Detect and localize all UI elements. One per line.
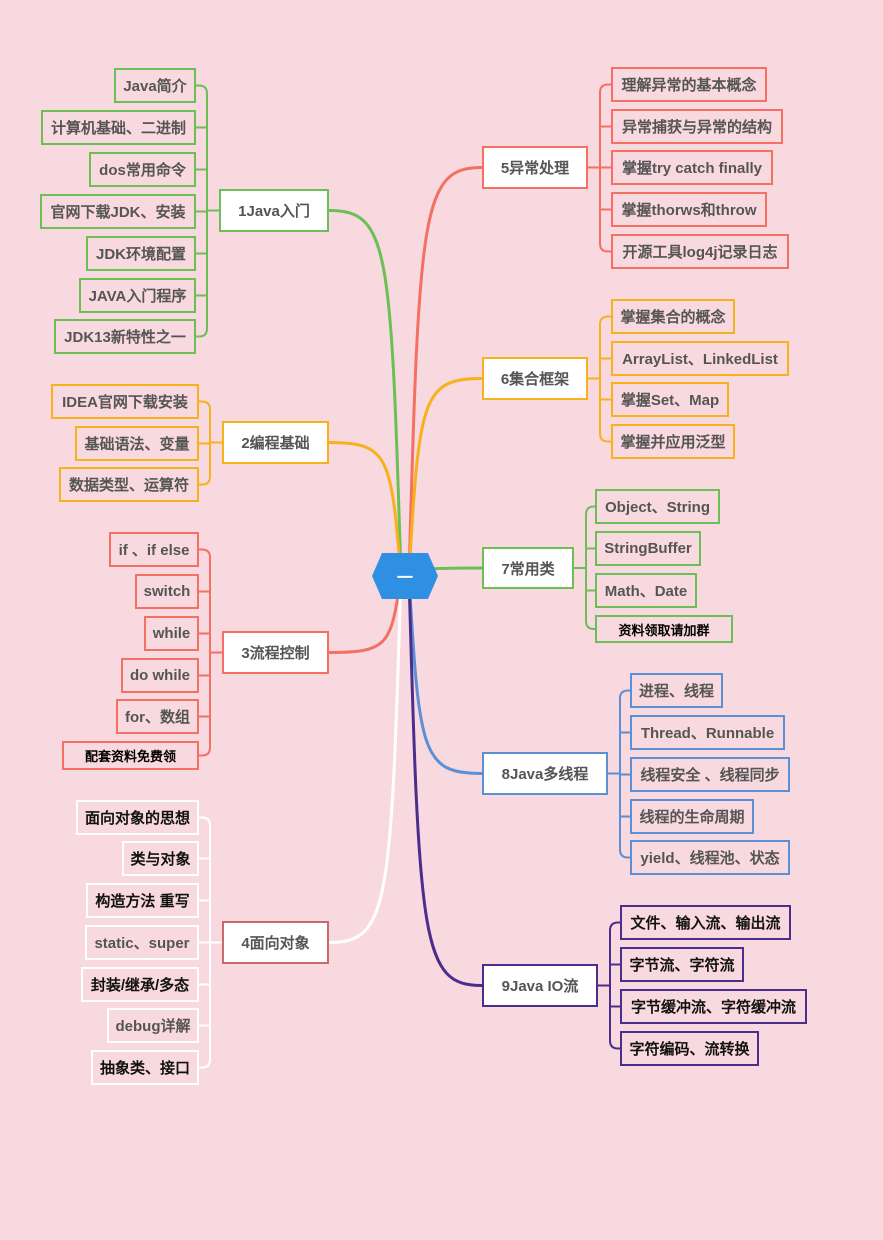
leaf-item[interactable]: 理解异常的基本概念 xyxy=(611,67,767,102)
leaf-item[interactable]: 资料领取请加群 xyxy=(595,615,733,643)
leaf-item[interactable]: yield、线程池、状态 xyxy=(630,840,790,875)
leaf-item[interactable]: Java简介 xyxy=(114,68,196,103)
branch-oop[interactable]: 4面向对象 xyxy=(222,921,329,964)
leaf-item[interactable]: 线程的生命周期 xyxy=(630,799,754,834)
branch-java-intro[interactable]: 1Java入门 xyxy=(219,189,329,232)
leaf-item[interactable]: JDK环境配置 xyxy=(86,236,196,271)
leaf-item[interactable]: static、super xyxy=(85,925,199,960)
connector-line xyxy=(196,84,208,94)
leaf-item[interactable]: 配套资料免费领 xyxy=(62,741,199,770)
connector-line xyxy=(609,1040,620,1050)
branch-collections[interactable]: 6集合框架 xyxy=(482,357,588,400)
connector-line xyxy=(407,166,483,577)
leaf-item[interactable]: 掌握thorws和throw xyxy=(611,192,767,227)
leaf-item[interactable]: Thread、Runnable xyxy=(630,715,785,750)
leaf-item[interactable]: 构造方法 重写 xyxy=(86,883,199,918)
leaf-item[interactable]: 开源工具log4j记录日志 xyxy=(611,234,789,269)
leaf-item[interactable]: 掌握并应用泛型 xyxy=(611,424,735,459)
leaf-item[interactable]: 进程、线程 xyxy=(630,673,723,708)
leaf-item[interactable]: 字符编码、流转换 xyxy=(620,1031,759,1066)
connector-line xyxy=(199,816,211,826)
leaf-item[interactable]: 字节流、字符流 xyxy=(620,947,744,982)
connector-line xyxy=(328,575,403,944)
leaf-item[interactable]: 类与对象 xyxy=(122,841,199,876)
leaf-item[interactable]: JDK13新特性之一 xyxy=(54,319,196,354)
leaf-item[interactable]: 封装/继承/多态 xyxy=(81,967,199,1002)
leaf-item[interactable]: for、数组 xyxy=(116,699,199,734)
connector-line xyxy=(599,433,611,443)
leaf-item[interactable]: switch xyxy=(135,574,199,609)
branch-common-classes[interactable]: 7常用类 xyxy=(482,547,574,589)
leaf-item[interactable]: Math、Date xyxy=(595,573,697,608)
connector-line xyxy=(199,747,211,757)
leaf-item[interactable]: ArrayList、LinkedList xyxy=(611,341,789,376)
leaf-item[interactable]: IDEA官网下载安装 xyxy=(51,384,199,419)
branch-flow-control[interactable]: 3流程控制 xyxy=(222,631,329,674)
leaf-item[interactable]: Object、String xyxy=(595,489,720,524)
branch-exceptions[interactable]: 5异常处理 xyxy=(482,146,588,189)
connector-line xyxy=(585,505,595,515)
connector-line xyxy=(599,83,611,93)
connector-line xyxy=(328,209,403,577)
leaf-item[interactable]: 计算机基础、二进制 xyxy=(41,110,196,145)
leaf-item[interactable]: 基础语法、变量 xyxy=(75,426,199,461)
connector-line xyxy=(585,620,595,630)
connector-line xyxy=(619,689,630,699)
connector-line xyxy=(609,921,620,931)
leaf-item[interactable]: JAVA入门程序 xyxy=(79,278,196,313)
connector-line xyxy=(199,1059,211,1069)
leaf-item[interactable]: do while xyxy=(121,658,199,693)
branch-io-streams[interactable]: 9Java IO流 xyxy=(482,964,598,1007)
connector-line xyxy=(199,548,211,558)
connector-line xyxy=(407,575,483,775)
leaf-item[interactable]: 掌握集合的概念 xyxy=(611,299,735,334)
center-hexagon-icon xyxy=(372,553,438,599)
leaf-item[interactable]: StringBuffer xyxy=(595,531,701,566)
connector-line xyxy=(599,315,611,325)
leaf-item[interactable]: 异常捕获与异常的结构 xyxy=(611,109,783,144)
branch-programming-basics[interactable]: 2编程基础 xyxy=(222,421,329,464)
branch-multithreading[interactable]: 8Java多线程 xyxy=(482,752,608,795)
leaf-item[interactable]: 官网下载JDK、安装 xyxy=(40,194,196,229)
connector-line xyxy=(619,849,630,859)
leaf-item[interactable]: while xyxy=(144,616,199,651)
branch-label: 1Java入门 xyxy=(238,203,310,220)
center-label: 一 xyxy=(396,570,413,587)
leaf-item[interactable]: 线程安全 、线程同步 xyxy=(630,757,790,792)
leaf-item[interactable]: 面向对象的思想 xyxy=(76,800,199,835)
leaf-item[interactable]: 数据类型、运算符 xyxy=(59,467,199,502)
leaf-item[interactable]: 字节缓冲流、字符缓冲流 xyxy=(620,989,807,1024)
leaf-item[interactable]: if 、if else xyxy=(109,532,199,567)
leaf-item[interactable]: debug详解 xyxy=(107,1008,199,1043)
connector-line xyxy=(199,400,211,410)
leaf-item[interactable]: 文件、输入流、输出流 xyxy=(620,905,791,940)
leaf-item[interactable]: 掌握Set、Map xyxy=(611,382,729,417)
connector-line xyxy=(199,476,211,486)
connector-line xyxy=(196,328,208,338)
leaf-item[interactable]: 抽象类、接口 xyxy=(91,1050,199,1085)
connector-line xyxy=(599,243,611,253)
connector-line xyxy=(407,575,483,987)
center-node[interactable]: 一 xyxy=(372,553,438,599)
leaf-item[interactable]: dos常用命令 xyxy=(89,152,196,187)
leaf-item[interactable]: 掌握try catch finally xyxy=(611,150,773,185)
connector-line xyxy=(407,377,483,577)
connector-line xyxy=(328,441,403,577)
